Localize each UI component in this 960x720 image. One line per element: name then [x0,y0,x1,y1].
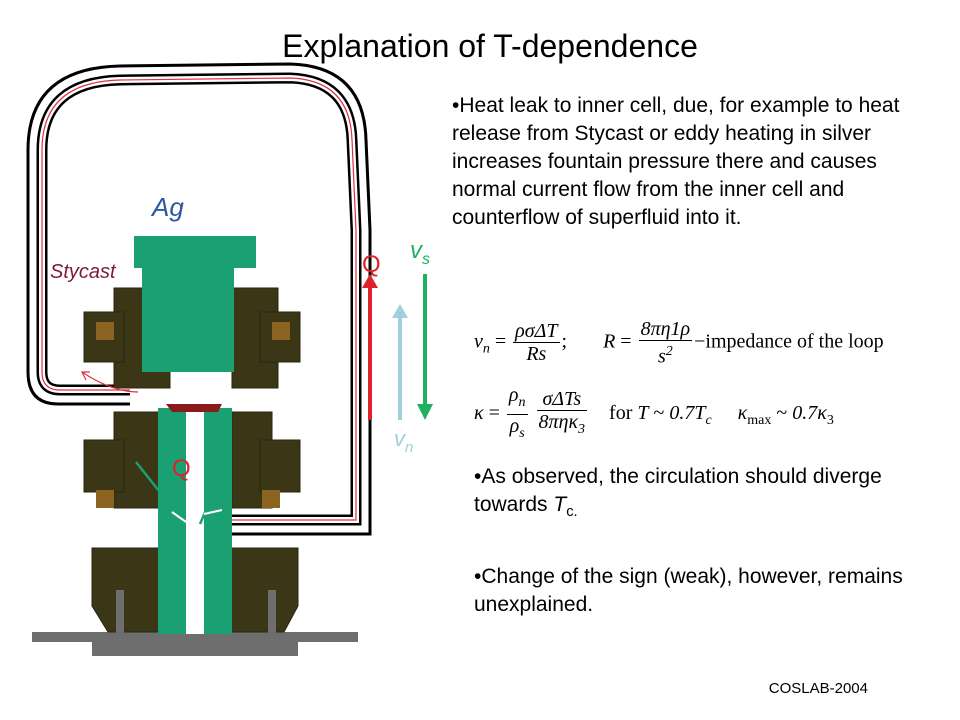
eq-r-den-sup: 2 [665,344,673,359]
eq-kappa-num1-sub: n [518,395,526,410]
eq-tilde-1: ~ [653,402,665,425]
stycast-label: Stycast [50,261,117,283]
eq-kappa-den1-wrap: ρs [507,415,528,445]
eq-vn-num: ρσΔT [513,320,560,344]
q-lower-label: Q [172,455,191,482]
eq-r-lhs: R [603,330,616,353]
right-body [219,287,301,633]
left-foot [116,590,124,634]
eq-cond-lhs: T [637,402,649,425]
eq-for-text: for [609,402,633,425]
eq-kmax: κ [737,402,748,425]
stycast-arrow [81,371,139,393]
eq-kappa-den1-sub: s [519,426,525,441]
eq-r-den-wrap: s2 [639,341,693,368]
eq-kappa-den2-sub: 3 [578,422,586,437]
eq-vn-den: Rs [526,343,547,366]
slide-title: Explanation of T-dependence [282,28,698,64]
eq-equals-3: = [488,402,500,425]
vs-label: vs [410,237,430,268]
loop-tube [26,62,372,536]
eq-kappa-den2-wrap: 8πηκ3 [537,411,588,441]
eq-kmax-rhs: 0.7κ [792,402,827,425]
vn-label-main: v [394,426,407,451]
eq-kmax-sub: max [747,413,772,429]
inner-tube-right [204,408,232,634]
inner-channel [186,412,204,634]
right-foot [268,590,276,634]
eq-kappa-den2: 8πηκ [538,411,579,433]
bullet-circulation-text: •As observed, the circulation should div… [474,465,882,516]
bullet-circulation: •As observed, the circulation should div… [474,463,944,526]
eq-kmax-rhs-sub: 3 [826,413,834,429]
footer-label: COSLAB-2004 [768,680,868,697]
eq-cond-sub: c [705,413,712,429]
maroon-plug [166,404,222,412]
eq-kappa-lhs: κ [474,402,484,425]
ag-cap [134,236,256,372]
eq-cond-rhs: 0.7T [669,402,706,425]
eq-tilde-2: ~ [776,402,788,425]
eq-r-den: s [657,345,666,368]
bullet-circulation-sub: c. [566,504,578,521]
eq-r-text: −impedance of the loop [694,330,884,353]
bullet-sign-change: •Change of the sign (weak), however, rem… [474,565,903,616]
eq-kappa-den1: ρ [509,415,520,437]
bronze-inserts [96,322,290,508]
eq-r-num: 8πη1ρ [638,318,693,341]
bullet-heat-leak: •Heat leak to inner cell, due, for examp… [452,94,900,229]
heat-arrowheads [171,509,223,523]
vn-label: vn [394,426,413,456]
base-rim [92,642,298,656]
vs-label-sub: s [422,251,430,268]
vs-label-main: v [410,237,424,264]
eq-vn-sub: n [482,341,490,357]
eq-kappa-num1: ρ [508,384,519,406]
eq-equals-2: = [620,330,632,353]
eq-semicolon: ; [561,330,568,353]
eq-equals-1: = [494,330,507,353]
eq-kappa-num1-wrap: ρn [506,384,528,415]
ag-label: Ag [150,192,184,222]
eq-vn-lhs: v [474,330,483,353]
vn-label-sub: n [405,439,413,456]
q-upper-label: Q [362,251,381,278]
inner-tube-left [158,408,186,634]
base-plate [32,632,358,642]
bullet-circulation-t: T [553,493,567,516]
eq-kappa-num2: σΔTs [536,388,588,411]
